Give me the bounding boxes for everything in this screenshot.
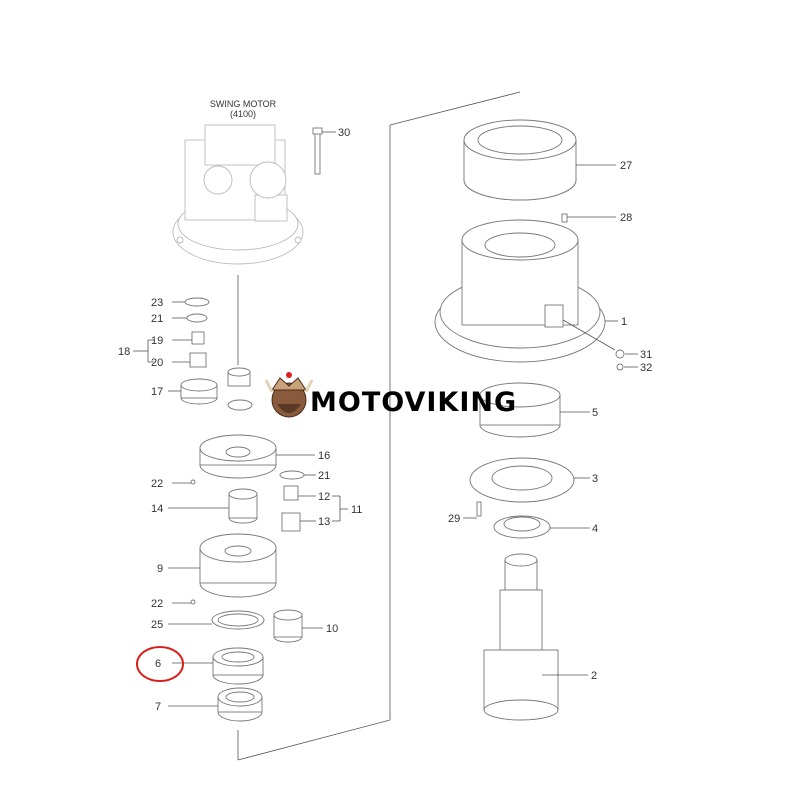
label-22-lower: 22 [151,598,163,610]
cover-3 [469,457,590,503]
label-10: 10 [326,623,338,635]
ring-gear-27 [463,119,616,201]
gear-14 [168,488,258,524]
label-19: 19 [151,335,163,347]
carrier-16 [199,434,315,479]
label-4: 4 [592,523,598,535]
housing-1 [434,219,638,371]
planet-gear-10 [273,609,323,643]
highlight-circle [136,646,184,682]
bearing-5 [479,382,590,438]
label-25: 25 [151,619,163,631]
callout-labels: 30 27 28 23 21 19 18 20 1 31 32 17 5 16 … [118,127,652,713]
viking-logo-icon [264,372,314,418]
bolt-29 [463,501,482,519]
motor-title: SWING MOTOR [210,99,277,109]
label-16: 16 [318,450,330,462]
seal-4 [493,515,590,539]
bushing-19 [172,331,205,345]
label-14: 14 [151,503,163,515]
brand-text: MOTOVIKING [310,387,517,418]
snap-ring-23 [172,297,210,307]
divider-lines [237,91,521,761]
brand-watermark: MOTOVIKING [264,372,517,418]
label-3: 3 [592,473,598,485]
carrier-9 [168,533,277,598]
label-17: 17 [151,386,163,398]
pin-28 [561,213,616,223]
label-29: 29 [448,513,460,525]
bracket-18 [133,339,154,363]
label-22-upper: 22 [151,478,163,490]
washer-21-upper [172,313,208,323]
pin-22-upper [172,479,196,485]
label-13: 13 [318,516,330,528]
label-23: 23 [151,297,163,309]
motor-code: (4100) [230,109,256,119]
needle-bearing [227,367,253,411]
label-5: 5 [592,407,598,419]
thrust-washer-25 [168,610,265,630]
swing-motor: SWING MOTOR (4100) [172,99,304,265]
label-12: 12 [318,491,330,503]
bearing-6 [172,647,264,685]
label-18: 18 [118,346,130,358]
label-21-lower: 21 [318,470,330,482]
label-21-upper: 21 [151,313,163,325]
label-20: 20 [151,357,163,369]
gear-17 [168,378,218,405]
label-7: 7 [155,701,161,713]
seal-7 [168,687,263,722]
label-31: 31 [640,349,652,361]
label-28: 28 [620,212,632,224]
label-9: 9 [157,563,163,575]
bolt-30 [312,127,336,175]
label-1: 1 [621,316,627,328]
label-32: 32 [640,362,652,374]
label-2: 2 [591,670,597,682]
pinion-shaft-2 [483,553,588,721]
label-30: 30 [338,127,350,139]
label-6: 6 [155,658,161,670]
label-11: 11 [351,504,362,516]
pin-22-lower [172,599,196,605]
washer-21-lower [279,470,316,480]
label-27: 27 [620,160,632,172]
bushings-12-13 [281,485,348,532]
bushing-20 [172,352,207,368]
